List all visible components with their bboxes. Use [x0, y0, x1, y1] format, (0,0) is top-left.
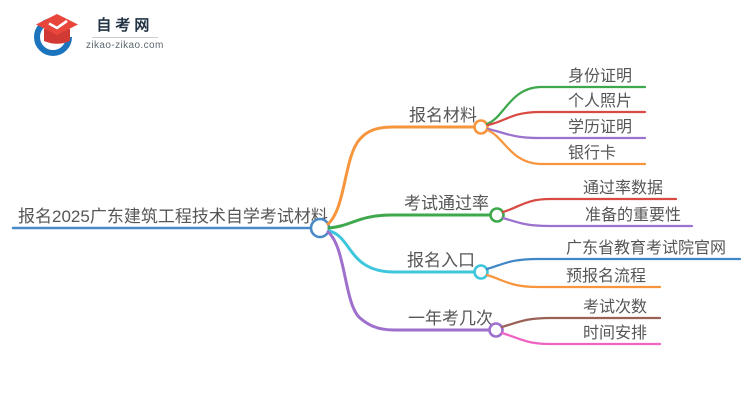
- logo-cap-board: [36, 14, 78, 35]
- leaf-bank-card-label: 银行卡: [568, 144, 616, 162]
- branch-application-materials-dot: [473, 119, 489, 135]
- branch-exams-per-year-dot: [488, 322, 504, 338]
- leaf-identity-proof-line: [485, 85, 647, 126]
- leaf-bank-card-line: [485, 128, 647, 166]
- branch-pass-rate: 考试通过率 通过率数据 准备的重要性: [327, 179, 694, 230]
- branch-registration-entrance-label: 报名入口: [407, 251, 475, 270]
- root-node-dot: [309, 217, 331, 239]
- leaf-preparation-importance-line: [501, 216, 694, 228]
- leaf-pass-rate-data-label: 通过率数据: [583, 179, 663, 197]
- root-node: 报名2025广东建筑工程技术自学考试材料: [11, 207, 331, 239]
- branch-registration-entrance-dot: [473, 264, 489, 280]
- branch-exams-per-year-line: [326, 230, 491, 332]
- leaf-education-proof-line: [486, 127, 647, 140]
- branch-pass-rate-dot: [489, 207, 505, 223]
- graduation-cap-logo-icon: [34, 14, 78, 56]
- leaf-personal-photo-label: 个人照片: [568, 92, 632, 110]
- root-label: 报名2025广东建筑工程技术自学考试材料: [18, 207, 328, 226]
- leaf-pass-rate-data-line: [501, 197, 678, 214]
- branch-registration-entrance-line: [327, 229, 476, 274]
- site-logo: 自考网 zikao-zikao.com: [34, 10, 164, 58]
- leaf-gd-education-exam-site-line: [485, 257, 742, 271]
- branch-application-materials: 报名材料 身份证明 个人照片 学历证明 银行卡: [326, 67, 647, 226]
- branch-pass-rate-label: 考试通过率: [404, 194, 489, 213]
- leaf-preparation-importance-label: 准备的重要性: [585, 206, 681, 224]
- logo-check-mark: [48, 19, 68, 30]
- logo-cap-base: [44, 29, 70, 44]
- branch-exams-per-year-label: 一年考几次: [408, 309, 493, 328]
- logo-divider: [91, 37, 158, 38]
- leaf-pre-registration-process-label: 预报名流程: [566, 267, 646, 285]
- leaf-identity-proof-label: 身份证明: [568, 67, 632, 85]
- leaf-exam-count-label: 考试次数: [583, 298, 647, 316]
- leaf-personal-photo-line: [486, 110, 647, 127]
- logo-text-block: 自考网 zikao-zikao.com: [86, 17, 164, 51]
- branch-registration-entrance: 报名入口 广东省教育考试院官网 预报名流程: [327, 229, 742, 289]
- leaf-pre-registration-process-line: [485, 273, 662, 289]
- branch-application-materials-label: 报名材料: [409, 106, 477, 125]
- leaf-gd-education-exam-site-label: 广东省教育考试院官网: [566, 239, 726, 257]
- leaf-schedule-label: 时间安排: [583, 324, 647, 342]
- logo-domain: zikao-zikao.com: [86, 40, 164, 51]
- leaf-exam-count-line: [500, 316, 662, 329]
- branch-exams-per-year: 一年考几次 考试次数 时间安排: [326, 230, 662, 346]
- leaf-schedule-line: [500, 331, 662, 346]
- branch-application-materials-line: [326, 125, 476, 226]
- leaf-education-proof-label: 学历证明: [568, 118, 632, 136]
- logo-title: 自考网: [96, 17, 154, 34]
- branch-pass-rate-line: [327, 213, 492, 230]
